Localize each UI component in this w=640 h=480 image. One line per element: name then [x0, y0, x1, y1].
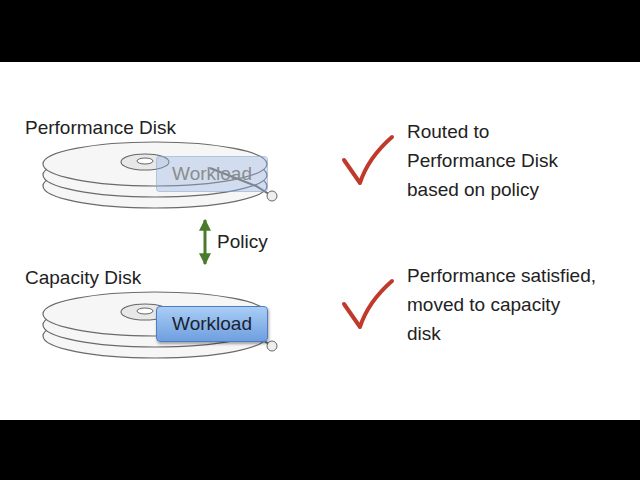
workload-box: Workload: [156, 306, 268, 342]
letterbox-bar: [0, 420, 640, 480]
description-text: Routed to Performance Disk based on poli…: [407, 117, 597, 204]
arm-pivot: [267, 341, 277, 351]
disk-label: Performance Disk: [20, 116, 179, 140]
disk-node: Performance DiskWorkload: [20, 116, 290, 218]
policy-arrow: [204, 220, 207, 264]
workload-box: Workload: [156, 156, 268, 192]
letterbox-bar: [0, 0, 640, 62]
edge-label: Policy: [215, 230, 270, 254]
check-mark: [344, 281, 392, 327]
workload-label: Workload: [172, 162, 252, 186]
description-text: Performance satisfied, moved to capacity…: [407, 261, 597, 348]
spindle-hub: [137, 308, 153, 314]
spindle-hub: [137, 158, 153, 164]
workload-label: Workload: [172, 312, 252, 336]
disk-node: Capacity DiskWorkload: [20, 266, 290, 366]
arm-pivot: [267, 191, 277, 201]
platter: [43, 292, 267, 336]
check-mark: [344, 137, 392, 183]
disk-label: Capacity Disk: [20, 266, 144, 290]
platter: [43, 142, 267, 186]
